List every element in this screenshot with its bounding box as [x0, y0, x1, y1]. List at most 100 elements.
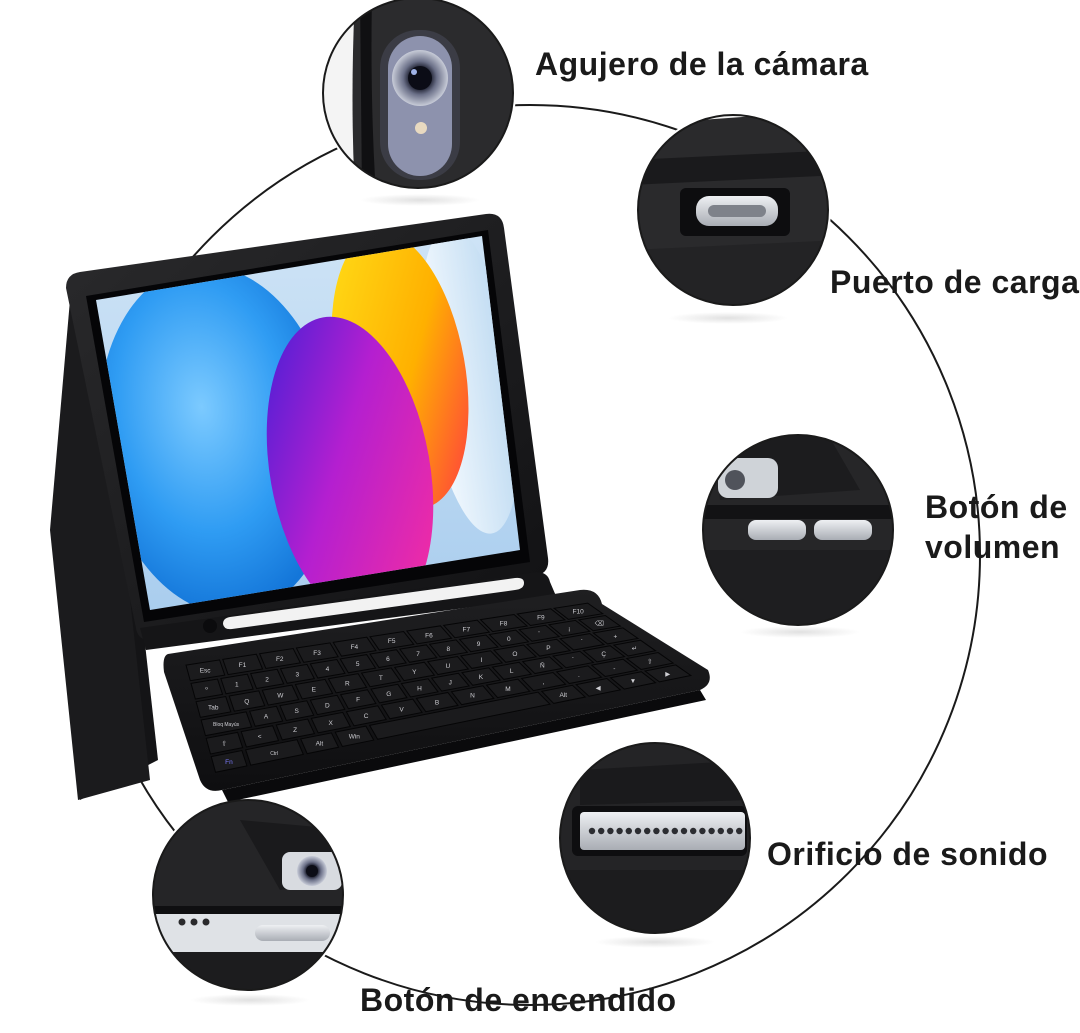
speaker-grille-icon: [588, 827, 743, 835]
keyboard-key-label: º: [205, 686, 208, 693]
speaker-hole: [598, 827, 605, 835]
keyboard-key: [492, 644, 538, 663]
keyboard-key: [520, 671, 567, 692]
keyboard-key-label: +: [614, 633, 618, 640]
keyboard-key: [245, 739, 305, 766]
keyboard-key-label: Ñ: [540, 661, 545, 670]
keyboard-key: [415, 691, 459, 713]
keyboard-key-label: T: [379, 675, 383, 682]
keyboard-key: [540, 684, 587, 704]
keyboard-key-label: X: [328, 720, 333, 727]
keyboard-key-label: F5: [388, 638, 396, 645]
speaker-hole: [662, 827, 669, 835]
speaker-hole: [680, 827, 688, 835]
keyboard-key: [479, 613, 529, 633]
volume-label-line1: Botón de: [925, 489, 1068, 525]
speaker-hole: [616, 827, 623, 835]
keyboard-key-label: ': [538, 631, 539, 638]
keyboard-key: [185, 659, 226, 682]
keyboard-key-label: Ctrl: [270, 751, 278, 757]
keyboard-key-label: ▶: [665, 671, 671, 678]
speaker-hole: [607, 827, 614, 835]
keyboard-key: [240, 725, 280, 748]
keyboard-key-label: F1: [239, 662, 247, 669]
keyboard-key: [521, 656, 564, 675]
keyboard-key: [190, 678, 224, 700]
keyboard-key-label: ⌫: [595, 620, 605, 628]
keyboard-key-label: F7: [462, 626, 470, 633]
speaker-hole: [726, 827, 734, 835]
keyboard-key-label: Fn: [225, 759, 233, 766]
keyboard-key: [345, 705, 387, 727]
tablet-keyboard-case: EscF1F2F3F4F5F6F7F8F9F10º1234567890'¡⌫Ta…: [50, 213, 710, 802]
keyboard-key: [222, 653, 264, 676]
keyboard-key-label: Esc: [200, 668, 212, 675]
keyboard-key-label: A: [264, 714, 269, 721]
keyboard-key: [643, 664, 693, 683]
keyboard-key: [552, 602, 605, 620]
keyboard-key-label: ,: [542, 679, 544, 686]
keyboard-key-label: -: [613, 665, 615, 672]
keyboard-key-label: H: [417, 685, 422, 692]
keyboard-key: [491, 661, 533, 680]
keyboard-key-label: 1: [235, 681, 239, 688]
keyboard-key: [327, 673, 368, 694]
keyboard-key: [195, 695, 232, 718]
volume-label-line2: volumen: [925, 529, 1061, 565]
keyboard-key: [261, 684, 300, 706]
keyboard-key: [309, 694, 346, 716]
callout-charging-port: [638, 115, 828, 305]
keyboard-key: [275, 718, 316, 741]
power-button-label: Botón de encendido: [360, 982, 677, 1018]
keyboard-key-label: L: [510, 668, 514, 675]
keyboard-key-label: Alt: [559, 692, 567, 699]
keyboard-key-label: I: [480, 657, 482, 664]
keyboard-key-label: 8: [447, 646, 451, 653]
speaker-hole: [708, 827, 715, 835]
keyboard-key-label: 0: [507, 636, 511, 643]
keyboard-key-label: 4: [326, 666, 330, 673]
keyboard-key-label: F8: [500, 620, 508, 627]
keyboard-keys: EscF1F2F3F4F5F6F7F8F9F10º1234567890'¡⌫Ta…: [185, 602, 693, 773]
keyboard-key-label: .: [578, 672, 580, 679]
keyboard-key-label: 5: [356, 661, 360, 668]
keyboard-key: [582, 645, 626, 663]
volume-down-button-icon: [814, 520, 872, 540]
callout-volume: [703, 435, 893, 625]
keyboard-key-label: V: [399, 706, 404, 713]
keyboard-key-label: 2: [265, 676, 269, 683]
keyboard-key-label: ↵: [632, 646, 637, 653]
keyboard-key: [577, 614, 622, 632]
keyboard-key-label: K: [479, 674, 484, 681]
keyboard-key-label: 7: [416, 651, 420, 658]
keyboard-key-label: <: [258, 734, 262, 741]
keyboard-key-label: J: [449, 680, 452, 687]
keyboard-key: [332, 636, 377, 657]
keyboard-key-label: U: [445, 663, 450, 670]
keyboard-key-label: 9: [477, 641, 481, 648]
keyboard-key: [575, 677, 622, 697]
keyboard-key-label: ⇧: [222, 740, 227, 748]
keyboard-key: [339, 654, 377, 674]
speaker-hole: [588, 827, 596, 835]
keyboard-key-label: F3: [313, 650, 321, 657]
keyboard-key-label: F6: [425, 632, 433, 639]
speaker-hole: [717, 827, 724, 835]
keyboard-key-label: Q: [244, 698, 249, 705]
keyboard-key: [248, 705, 284, 727]
keyboard-key: [400, 678, 439, 698]
keyboard-key: [430, 672, 471, 692]
callout-sound: [560, 743, 750, 933]
speaker-hole: [690, 827, 697, 835]
keyboard-key: [369, 630, 415, 651]
keyboard-key: [459, 650, 504, 669]
keyboard-key: [398, 644, 438, 663]
power-button-icon: [255, 925, 330, 941]
keyboard-key: [558, 633, 606, 651]
keyboard-key-label: Ç: [601, 651, 606, 658]
camera-hole-label: Agujero de la cámara: [535, 46, 869, 82]
keyboard-key: [294, 678, 334, 700]
speaker-hole: [699, 827, 706, 835]
keyboard-key: [525, 638, 572, 657]
